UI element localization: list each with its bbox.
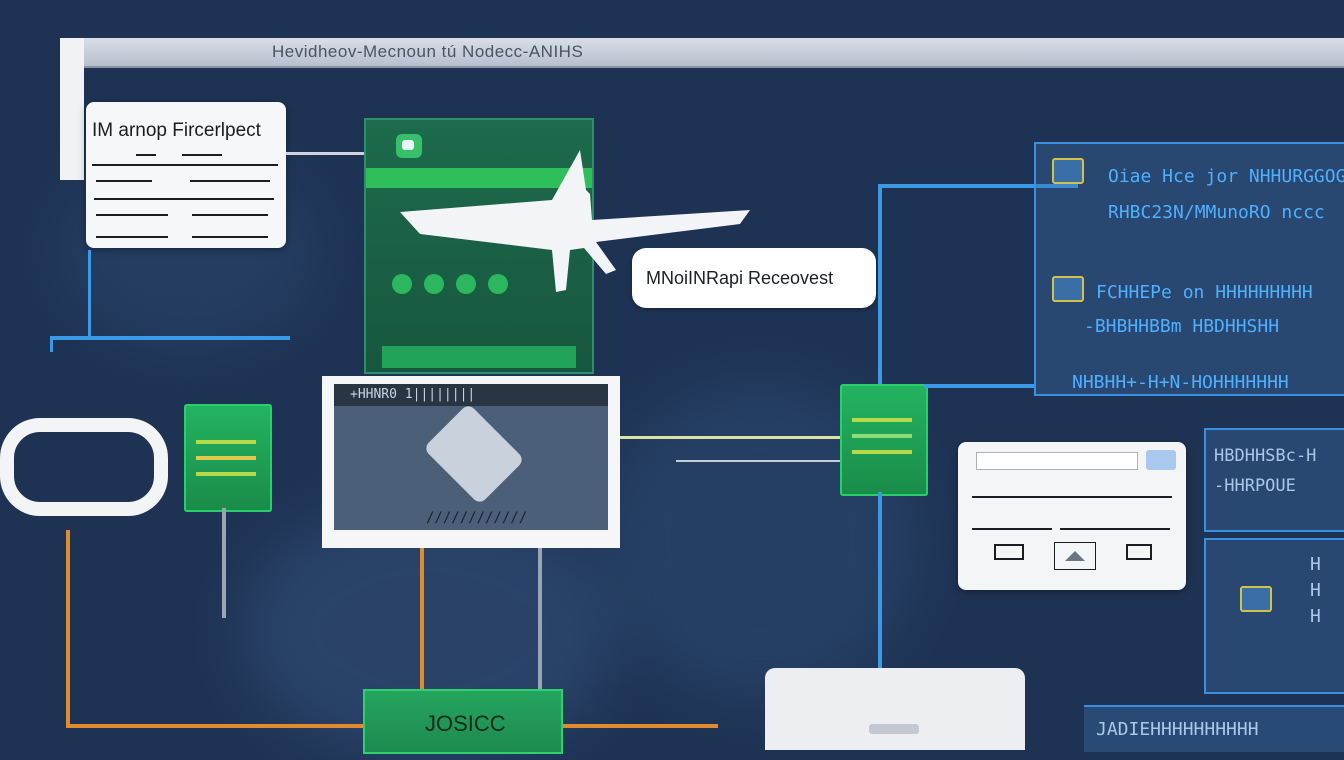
- connector-line: [878, 184, 1078, 188]
- connector-line: [620, 436, 846, 439]
- panel-icon: [1052, 276, 1084, 302]
- connector-line: [50, 336, 53, 352]
- green-chip[interactable]: [840, 384, 928, 496]
- connector-line: [558, 724, 718, 728]
- app-icon[interactable]: [396, 134, 422, 158]
- form-checkbox[interactable]: [994, 544, 1024, 560]
- window-title: Hevidheov-Mecnoun tú Nodecc-ANIHS: [272, 42, 584, 61]
- panel-line: H: [1310, 606, 1321, 627]
- josicc-label: JOSICC: [425, 711, 506, 736]
- lower-right-panel[interactable]: H H H: [1204, 538, 1344, 694]
- form-checkbox[interactable]: [1126, 544, 1152, 560]
- bottom-info-band: JADIEHHHHHHHHHH: [1084, 705, 1344, 752]
- chip-stripe: [196, 440, 256, 444]
- divider: [192, 214, 268, 216]
- panel-line: -HHRPOUE: [1214, 476, 1296, 496]
- chip-stripe: [852, 450, 912, 454]
- josicc-box[interactable]: JOSICC: [363, 689, 563, 754]
- divider: [92, 164, 278, 166]
- bottom-device[interactable]: [765, 668, 1025, 750]
- monitor-shape: [423, 403, 525, 505]
- left-window-frame: [60, 38, 84, 180]
- status-dot: [456, 274, 476, 294]
- monitor-header-bar: +HHNR0 1||||||||: [334, 384, 608, 406]
- headset-icon: [0, 418, 168, 516]
- connector-line: [286, 152, 366, 155]
- form-input[interactable]: [976, 452, 1138, 470]
- monitor-header-text: +HHNR0 1||||||||: [350, 387, 476, 402]
- connector-line: [538, 548, 542, 690]
- connector-line: [222, 508, 226, 618]
- divider: [94, 198, 274, 200]
- monitor-screen: +HHNR0 1|||||||| ////////////: [334, 384, 608, 530]
- airplane-icon: [400, 150, 750, 292]
- divider: [1060, 528, 1170, 530]
- panel-line: FCHHEPe on HHHHHHHHH: [1096, 282, 1313, 303]
- bottom-band-label: JADIEHHHHHHHHHH: [1096, 719, 1259, 740]
- form-button[interactable]: [1054, 542, 1096, 570]
- connector-line: [50, 336, 290, 340]
- connector-line: [924, 384, 1036, 388]
- status-dot: [424, 274, 444, 294]
- lower-right-panel[interactable]: HBDHHSBc-H -HHRPOUE: [1204, 428, 1344, 532]
- panel-line: Oiae Hce jor NHHURGGOGE: [1108, 166, 1344, 187]
- monitor-card[interactable]: +HHNR0 1|||||||| ////////////: [322, 376, 620, 548]
- panel-line: HBDHHSBc-H: [1214, 446, 1317, 466]
- monitor-footer-text: ////////////: [426, 510, 528, 526]
- top-left-card-label: IM arnop Fircerlpect: [92, 120, 261, 141]
- panel-icon: [1052, 158, 1084, 184]
- connector-line: [878, 184, 882, 384]
- divider: [190, 180, 270, 182]
- panel-line: H: [1310, 554, 1321, 575]
- connector-line: [88, 250, 91, 338]
- device-slot: [869, 724, 919, 734]
- divider: [182, 154, 222, 156]
- chip-stripe: [852, 418, 912, 422]
- divider: [192, 236, 268, 238]
- divider: [972, 496, 1172, 498]
- panel-line: H: [1310, 580, 1321, 601]
- divider: [96, 214, 168, 216]
- divider: [96, 180, 152, 182]
- panel-line: NHBHH+-H+N-HOHHHHHHH: [1072, 372, 1289, 393]
- divider: [972, 528, 1052, 530]
- connector-line: [676, 460, 846, 462]
- speech-bubble[interactable]: MNoiINRapi Receovest: [632, 248, 876, 308]
- form-card[interactable]: [958, 442, 1186, 590]
- panel-icon: [1240, 586, 1272, 612]
- status-dot: [488, 274, 508, 294]
- panel-line: -BHBHHBBm HBDHHSHH: [1084, 316, 1280, 337]
- divider: [96, 236, 168, 238]
- connector-line: [878, 492, 882, 668]
- speech-bubble-label: MNoiINRapi Receovest: [646, 268, 834, 288]
- status-dot: [392, 274, 412, 294]
- connector-line: [66, 724, 364, 728]
- right-info-panel[interactable]: Oiae Hce jor NHHURGGOGE RHBC23N/MMunoRO …: [1034, 142, 1344, 396]
- chip-stripe: [196, 456, 256, 460]
- panel-line: RHBC23N/MMunoRO nccc: [1108, 202, 1325, 223]
- form-button[interactable]: [1146, 450, 1176, 470]
- chip-stripe: [852, 434, 912, 438]
- connector-line: [420, 548, 424, 690]
- connector-line: [66, 530, 70, 726]
- window-title-bar: Hevidheov-Mecnoun tú Nodecc-ANIHS: [60, 38, 1344, 68]
- green-footer: [382, 346, 576, 368]
- top-left-card[interactable]: IM arnop Fircerlpect: [86, 102, 286, 248]
- green-chip[interactable]: [184, 404, 272, 512]
- divider: [136, 154, 156, 156]
- green-strip: [366, 168, 592, 188]
- chip-stripe: [196, 472, 256, 476]
